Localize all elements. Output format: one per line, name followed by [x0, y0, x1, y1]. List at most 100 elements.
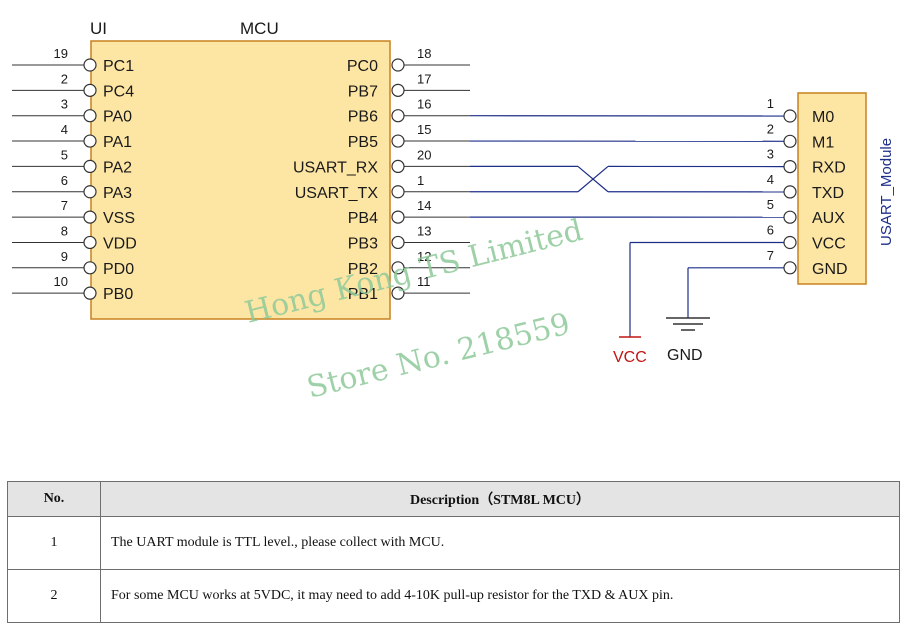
pin-circle [391, 109, 405, 123]
row-description: For some MCU works at 5VDC, it may need … [100, 569, 900, 623]
pin-label: PB4 [348, 210, 378, 227]
pin-number: 4 [767, 172, 774, 187]
pin-circle [783, 109, 797, 123]
pin-label: PB1 [348, 286, 378, 303]
pin-circle [391, 134, 405, 148]
pin-label: PB6 [348, 109, 378, 126]
pin-circle [391, 58, 405, 72]
pin-number: 7 [61, 198, 68, 213]
pin-number: 16 [417, 97, 431, 112]
pin-label: VCC [812, 236, 846, 253]
pin-number: 5 [767, 197, 774, 212]
pin-label: PB0 [103, 286, 133, 303]
pin-label: TXD [812, 185, 844, 202]
pin-label: PA0 [103, 109, 132, 126]
pin-label: VSS [103, 210, 135, 227]
pin-label: PB3 [348, 235, 378, 252]
connection-wires [469, 115, 785, 337]
pin-label: GND [812, 261, 848, 278]
pin-number: 4 [61, 122, 68, 137]
pin-circle [391, 159, 405, 173]
pin-label: RXD [812, 160, 846, 177]
pin-label: PA3 [103, 185, 132, 202]
wiring-diagram: UI MCU USART_Module 19PC12PC43PA04PA15PA… [12, 19, 895, 406]
pin-number: 19 [54, 46, 68, 61]
pin-circle [83, 134, 97, 148]
pin-circle [83, 210, 97, 224]
pin-number: 2 [767, 121, 774, 136]
wire [577, 165, 609, 193]
mcu-chip [90, 40, 391, 320]
pin-circle [83, 185, 97, 199]
usart-module-title: USART_Module [878, 138, 895, 246]
pin-number: 10 [54, 274, 68, 289]
pin-circle [783, 134, 797, 148]
header-no: No. [7, 481, 101, 517]
pin-number: 1 [767, 96, 774, 111]
pin-circle [391, 185, 405, 199]
pin-circle [83, 58, 97, 72]
description-table: No. Description（STM8L MCU） 1 The UART mo… [7, 481, 900, 623]
pin-label: AUX [812, 210, 845, 227]
pin-number: 9 [61, 249, 68, 264]
pin-circle [83, 286, 97, 300]
pin-number: 15 [417, 122, 431, 137]
pin-circle [391, 235, 405, 250]
pin-number: 1 [417, 173, 424, 188]
pin-circle [391, 210, 405, 224]
table-row: 2 For some MCU works at 5VDC, it may nee… [7, 569, 900, 623]
vcc-symbol: VCC [613, 336, 647, 366]
pin-label: PA2 [103, 159, 132, 176]
table-row: 1 The UART module is TTL level., please … [7, 516, 900, 570]
header-description: Description（STM8L MCU） [100, 481, 900, 517]
pin-circle [391, 83, 405, 97]
pin-number: 2 [61, 71, 68, 86]
mcu-left-pins: 19PC12PC43PA04PA15PA26PA37VSS8VDD9PD010P… [12, 46, 137, 303]
pin-number: 13 [417, 223, 431, 238]
pin-number: 11 [417, 274, 431, 289]
watermark-line-2: Store No. 218559 [303, 307, 573, 406]
row-number: 1 [7, 516, 101, 570]
pin-label: PB7 [348, 83, 378, 100]
pin-circle [83, 109, 97, 123]
mcu-ui-label: UI [90, 19, 107, 38]
pin-number: 3 [61, 97, 68, 112]
pin-label: USART_TX [295, 185, 379, 202]
pin-circle [83, 261, 97, 275]
pin-label: M1 [812, 134, 834, 151]
pin-circle [83, 235, 97, 250]
pin-number: 20 [417, 147, 431, 162]
pin-circle [783, 235, 797, 250]
pin-number: 7 [767, 248, 774, 263]
pin-circle [783, 210, 797, 224]
pin-label: M0 [812, 109, 834, 126]
table-header-row: No. Description（STM8L MCU） [7, 481, 900, 517]
usart-module-box [797, 92, 867, 285]
row-description: The UART module is TTL level., please co… [100, 516, 900, 570]
pin-circle [783, 261, 797, 275]
pin-label: PC1 [103, 58, 134, 75]
pin-number: 3 [767, 147, 774, 162]
row-number: 2 [7, 569, 101, 623]
pin-number: 17 [417, 71, 431, 86]
pin-label: PB5 [348, 134, 378, 151]
pin-label: PC0 [347, 58, 378, 75]
vcc-label: VCC [613, 349, 647, 366]
pin-number: 14 [417, 198, 431, 213]
pin-label: VDD [103, 235, 137, 252]
pin-number: 5 [61, 147, 68, 162]
pin-circle [783, 160, 797, 174]
pin-label: PB2 [348, 261, 378, 278]
gnd-label: GND [667, 347, 703, 364]
pin-number: 6 [767, 223, 774, 238]
pin-number: 8 [61, 223, 68, 238]
pin-label: PD0 [103, 261, 134, 278]
pin-number: 6 [61, 173, 68, 188]
ground-icon: GND [666, 317, 710, 364]
pin-circle [83, 159, 97, 173]
pin-circle [783, 185, 797, 199]
pin-number: 18 [417, 46, 431, 61]
pin-circle [83, 83, 97, 97]
pin-label: USART_RX [293, 159, 378, 176]
pin-label: PC4 [103, 83, 134, 100]
